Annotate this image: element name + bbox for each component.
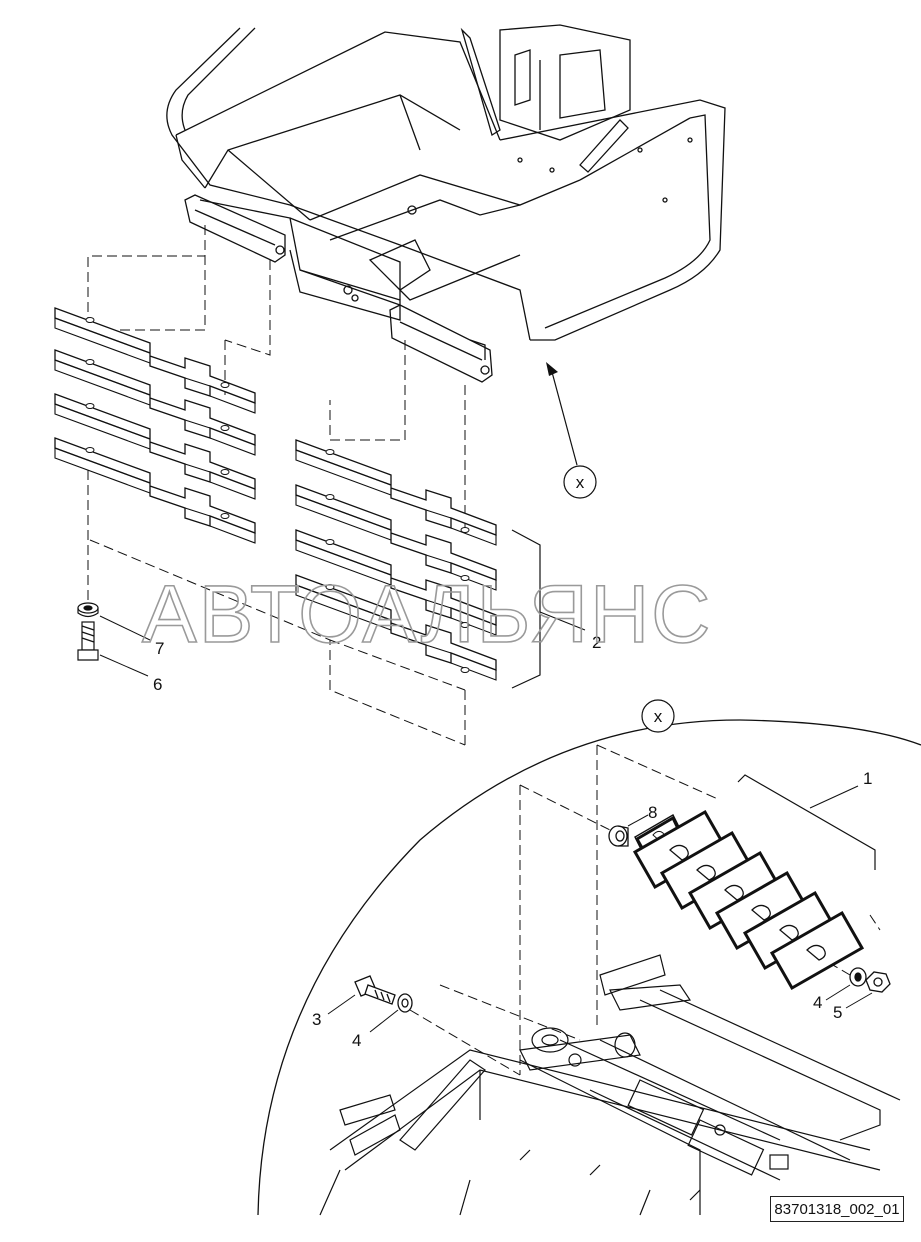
callout-1: 1 <box>863 769 872 788</box>
detail-frame-assembly <box>319 954 901 1216</box>
detail-arrow <box>546 362 578 466</box>
callout-5: 5 <box>833 1003 842 1022</box>
callout-4-left: 4 <box>352 1031 361 1050</box>
callout-7: 7 <box>155 639 164 658</box>
svg-text:x: x <box>576 473 585 492</box>
shim-stack-right <box>295 439 497 681</box>
leader-item-2 <box>539 611 586 631</box>
washer-item-8 <box>608 825 629 847</box>
bracket-item-2 <box>511 529 541 689</box>
callout-6: 6 <box>153 675 162 694</box>
leader-item-5 <box>845 992 873 1009</box>
nut-item-5 <box>865 971 891 993</box>
detail-circle-outline <box>257 719 921 1216</box>
shim-stack-left <box>54 307 256 544</box>
detail-marker-bottom: x <box>641 699 675 733</box>
leader-item-8 <box>627 814 649 827</box>
bolt-item-6 <box>77 621 99 661</box>
callout-2: 2 <box>592 633 601 652</box>
leader-item-6 <box>99 654 149 677</box>
washer-item-7 <box>77 602 99 618</box>
washer-item-4-right <box>849 967 867 987</box>
washer-item-4-left <box>397 993 413 1013</box>
hopper-body <box>166 24 726 383</box>
leader-item-4-right <box>825 984 851 1001</box>
drawing-code-label: 83701318_002_01 <box>770 1196 904 1222</box>
bracket-item-1 <box>737 774 876 870</box>
leader-item-3 <box>327 994 356 1015</box>
callout-4-right: 4 <box>813 993 822 1012</box>
leader-item-1 <box>809 785 859 809</box>
leader-item-7 <box>99 615 151 641</box>
packing-plates-item-1 <box>632 809 865 991</box>
alignment-lines-top <box>87 225 466 750</box>
bolt-item-3 <box>354 975 396 1005</box>
callout-3: 3 <box>312 1010 321 1029</box>
svg-text:x: x <box>654 707 663 726</box>
detail-marker-top: x <box>563 465 597 499</box>
callout-8: 8 <box>648 803 657 822</box>
watermark-text: АВТОАЛЬЯНС <box>142 569 712 660</box>
leader-item-4-left <box>369 1009 399 1033</box>
